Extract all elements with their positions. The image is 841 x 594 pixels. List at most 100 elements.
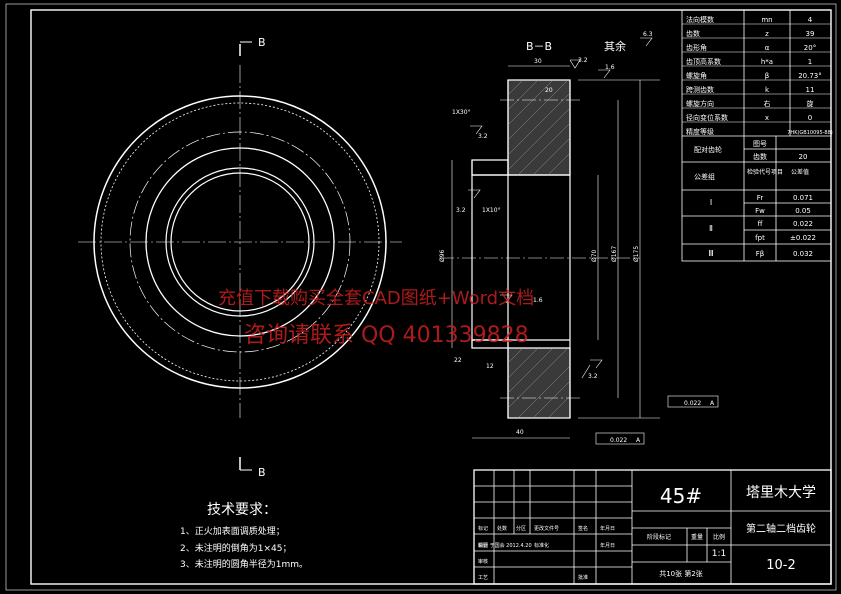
- front-view: [78, 41, 402, 471]
- dimension-texts: 30 3.2 1.6 20 1X30° 3.2 3.2 1X10° Ø96 Ø7…: [439, 31, 715, 444]
- param-value: 7HK(GB10095-88): [787, 130, 833, 136]
- mating-gear-label: 配对齿轮: [694, 145, 722, 154]
- param-value: 4: [808, 16, 813, 24]
- tech-req-title: 技术要求：: [207, 502, 277, 518]
- dim-30: 30: [534, 58, 542, 65]
- param-name: 螺旋角: [686, 71, 707, 80]
- design-row-cell: 设计: [478, 542, 488, 549]
- outer-border: [5, 3, 837, 591]
- section-label-bottom: B: [258, 466, 266, 479]
- param-value: 11: [806, 86, 815, 94]
- mass-label: 重量: [691, 533, 703, 541]
- param-name: 齿形角: [686, 43, 707, 52]
- dim-chamfer-10: 1X10°: [482, 207, 501, 214]
- param-symbol: β: [765, 72, 769, 80]
- param-symbol: z: [765, 30, 769, 38]
- tolerance-value: 0.071: [793, 194, 813, 202]
- hub-upper: [471, 159, 509, 176]
- approve-label: 批准: [578, 574, 588, 581]
- revision-col-label: 签名: [578, 525, 588, 532]
- dim-rough-16: 1.6: [605, 64, 615, 71]
- dim-40: 40: [516, 429, 524, 436]
- revision-col-label: 分区: [516, 525, 526, 532]
- check-label: 审核: [478, 558, 488, 565]
- datum-label-1: A: [710, 400, 715, 407]
- param-symbol: mn: [761, 16, 772, 24]
- scale-label: 比例: [713, 533, 725, 541]
- datum-label-2: A: [636, 437, 641, 444]
- param-table-frame: [681, 9, 832, 262]
- watermark-line1: 充值下载购买全套CAD图纸+Word文档: [218, 288, 534, 309]
- dim-dia167: Ø167: [611, 246, 618, 262]
- process-label: 工艺: [478, 575, 488, 581]
- tolerance-item-label: 检验代号项目: [747, 168, 783, 176]
- dim-dia175: Ø175: [633, 246, 640, 262]
- tech-req-item-1: 1、正火加表面调质处理；: [180, 525, 285, 537]
- revision-col-label: 标记: [478, 525, 488, 532]
- param-name: 齿顶高系数: [686, 57, 721, 66]
- scale-value: 1:1: [712, 549, 726, 559]
- param-symbol: h*a: [761, 58, 773, 66]
- tolerance-group: Ⅱ: [709, 224, 713, 233]
- tolerance-value: ±0.022: [790, 234, 816, 242]
- tolerance-code: Fw: [755, 207, 765, 215]
- runout-value-1: 0.022: [684, 400, 701, 407]
- dim-dia96: Ø96: [439, 249, 446, 262]
- design-row-cell: 年月日: [600, 542, 615, 549]
- design-row: 设计标准化年月日: [478, 542, 615, 549]
- dim-12: 12: [486, 363, 494, 370]
- school-name: 塔里木大学: [746, 485, 816, 501]
- param-name: 精度等级: [686, 127, 714, 136]
- revision-col-label: 年月日: [600, 525, 615, 532]
- tolerance-group: Ⅰ: [710, 198, 712, 207]
- tolerance-value: 0.032: [793, 250, 813, 258]
- tech-req-item-2: 2、未注明的倒角为1×45；: [180, 542, 291, 554]
- tolerance-code: Fr: [757, 194, 764, 202]
- param-name: 螺旋方向: [686, 99, 714, 108]
- tech-req-item-3: 3、未注明的圆角半径为1mm。: [180, 558, 308, 570]
- param-name: 径向变位系数: [686, 113, 728, 122]
- param-name: 法向模数: [686, 15, 714, 24]
- material: 45#: [660, 484, 702, 508]
- hatching: [507, 79, 571, 419]
- dimension-lines: [451, 37, 719, 445]
- tolerance-code: Fβ: [756, 250, 765, 258]
- dim-rough-32c: 3.2: [456, 207, 466, 214]
- inner-frame: [30, 9, 832, 585]
- dim-rough-32d: 3.2: [588, 373, 598, 380]
- param-symbol: k: [765, 86, 770, 94]
- param-name: 齿数: [686, 29, 700, 38]
- title-block-text: 45# 塔里木大学 第二轴二档齿轮 10-2 1:1 比例 重量 阶段标记 共1…: [478, 484, 816, 581]
- other-label: 其余: [604, 39, 626, 53]
- section-view: [440, 79, 640, 419]
- tolerance-code: ff: [758, 220, 763, 228]
- dim-rough-32b: 3.2: [478, 133, 488, 140]
- mating-teeth-value: 20: [799, 153, 808, 161]
- revision-col-label: 更改文件号: [534, 525, 559, 532]
- runout-value-2: 0.022: [610, 437, 627, 444]
- tolerance-value: 0.022: [793, 220, 813, 228]
- title-block-frame: [473, 469, 832, 585]
- dim-rough-32a: 3.2: [578, 57, 588, 64]
- watermark-line2: 咨询请联系 QQ 401339828: [244, 323, 529, 348]
- mating-gear-block: 配对齿轮 图号 齿数 20 公差组 检验代号项目 公差值: [694, 140, 809, 181]
- param-value: 旋: [807, 99, 814, 108]
- dim-rough-16b: 1.6: [533, 297, 543, 304]
- tolerance-group: Ⅲ: [708, 249, 714, 258]
- param-value: 0: [808, 114, 812, 122]
- section-label-top: B: [258, 36, 266, 49]
- gear-rim-lower: [507, 347, 571, 419]
- drawing-number: 10-2: [766, 558, 796, 573]
- drafter-row: 制图 于国会 2012.4.20: [478, 542, 532, 549]
- other-roughness-value: 6.3: [643, 31, 653, 38]
- sheets-info: 共10张 第2张: [659, 569, 703, 578]
- dim-dia70: Ø70: [591, 249, 598, 262]
- param-name: 跨测齿数: [686, 85, 714, 94]
- tolerance-value-label: 公差值: [791, 168, 809, 176]
- revision-col-label: 处数: [497, 525, 507, 532]
- revision-columns: 标记 处数 分区 更改文件号 签名 年月日: [478, 525, 615, 532]
- param-symbol: α: [765, 44, 770, 52]
